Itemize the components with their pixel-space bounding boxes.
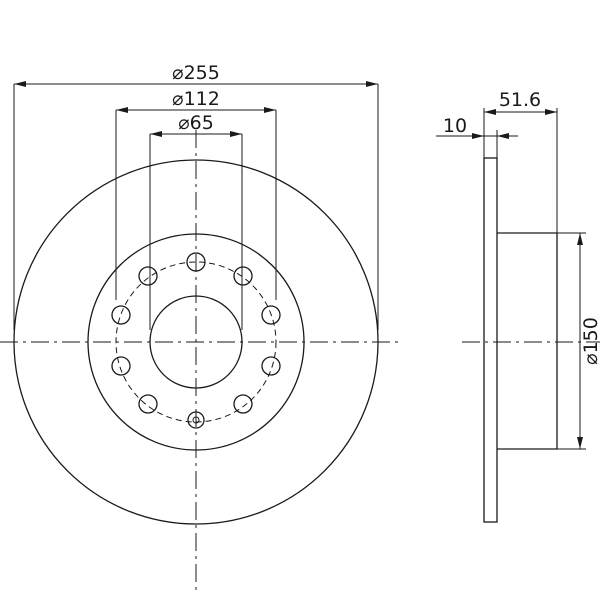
arrowhead: [150, 131, 162, 137]
center-bore-label: ⌀65: [178, 112, 214, 134]
hat-diameter-label: ⌀150: [580, 317, 600, 365]
bolt-hole: [233, 394, 253, 414]
arrowhead: [484, 109, 496, 115]
arrowhead: [366, 81, 378, 87]
arrowhead: [497, 133, 509, 139]
dimension-center-bore: ⌀65: [149, 112, 243, 330]
hat-section: [497, 232, 558, 450]
dimension-hat-diameter: ⌀150: [557, 232, 600, 450]
arrowhead: [116, 107, 128, 113]
arrowhead: [545, 109, 557, 115]
total-height-label: 51.6: [499, 89, 541, 111]
arrowhead: [577, 437, 583, 449]
bolt-holes: [111, 252, 281, 414]
bolt-hole: [138, 266, 158, 286]
bolt-hole: [111, 356, 131, 376]
disc-thickness-label: 10: [443, 115, 467, 137]
bolt-hole: [261, 356, 281, 376]
front-view: ⌀255 ⌀112 ⌀65: [0, 62, 400, 590]
arrowhead: [577, 233, 583, 245]
disc-section: [483, 157, 498, 523]
bolt-circle: [115, 261, 277, 423]
dimension-total-height: 51.6: [483, 89, 558, 233]
arrowhead: [14, 81, 26, 87]
outer-diameter-label: ⌀255: [172, 62, 220, 84]
bolt-hole: [261, 305, 281, 325]
dimension-disc-thickness: 10: [436, 115, 518, 158]
side-view: 51.6 10 ⌀150: [436, 89, 600, 523]
outer-disc-outline: [13, 159, 379, 525]
locating-screw-hole: [187, 411, 205, 429]
arrowhead: [230, 131, 242, 137]
dimension-outer-diameter: ⌀255: [13, 62, 379, 330]
bolt-hole: [138, 394, 158, 414]
hub-outline: [87, 233, 305, 451]
center-bore: [149, 295, 243, 389]
arrowhead: [264, 107, 276, 113]
dimension-hub-diameter: ⌀112: [115, 88, 277, 300]
bolt-hole: [111, 305, 131, 325]
screw-hole-inner: [192, 416, 200, 424]
screw-hole: [187, 411, 205, 429]
hub-diameter-label: ⌀112: [172, 88, 220, 110]
bolt-hole: [233, 266, 253, 286]
bolt-hole: [186, 252, 206, 272]
arrowhead: [472, 133, 484, 139]
